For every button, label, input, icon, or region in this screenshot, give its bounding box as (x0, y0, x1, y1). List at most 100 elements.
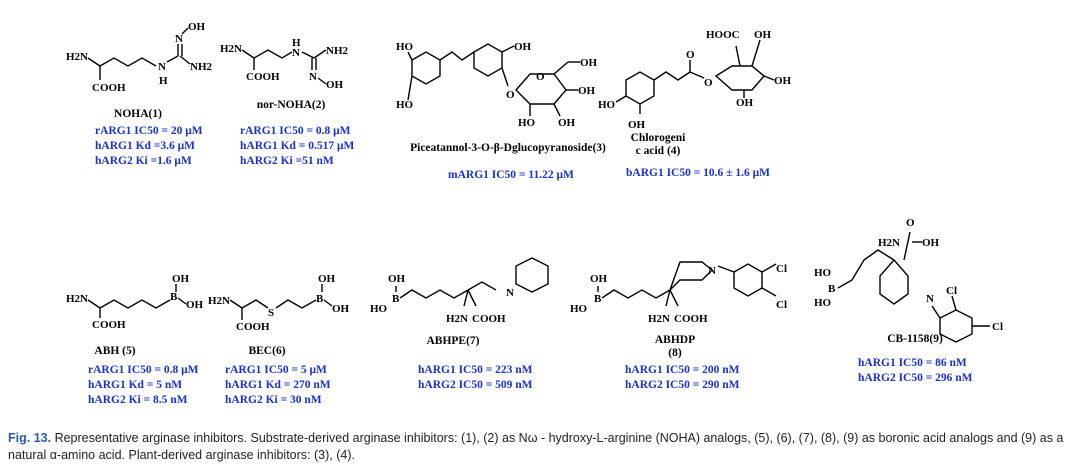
atom-label: O (506, 89, 515, 101)
atom-label: COOH (472, 313, 506, 325)
structure-abh: H2N COOH B OH OH (66, 273, 204, 331)
caption-label: Fig. 13. (8, 431, 52, 445)
atom-label: OH (590, 273, 608, 285)
activity-line: hARG1 Kd = 0.517 μM (240, 140, 355, 152)
activity-block: hARG1 IC50 = 200 nM hARG2 IC50 = 290 nM (625, 363, 740, 393)
compound-name-line: c acid (4) (635, 145, 681, 157)
atom-label: COOH (674, 313, 708, 325)
atom-label: H2N (878, 237, 900, 249)
atom-label: Cl (776, 299, 787, 311)
atom-label: O (536, 71, 545, 83)
atom-label: H2N (648, 313, 670, 325)
atom-label: N (292, 47, 300, 59)
atom-label: O (906, 217, 915, 229)
activity-line: hARG2 IC50 = 509 nM (418, 379, 533, 391)
atom-label: OH (558, 117, 576, 129)
atom-label: NH2 (326, 45, 349, 57)
atom-label: HO (814, 297, 832, 309)
activity-line: hARG1 IC50 = 200 nM (625, 364, 740, 376)
structure-noha: H2N COOH N H N OH NH2 (66, 21, 213, 94)
activity-block: rARG1 IC50 = 5 μM hARG1 Kd = 270 nM hARG… (225, 363, 331, 408)
atom-label: OH (754, 29, 772, 41)
structure-abhdp: OH B HO H2N COOH N Cl Cl (570, 261, 787, 325)
atom-label: B (392, 293, 400, 305)
atom-label: H (159, 75, 168, 87)
atom-label: N (158, 61, 166, 73)
activity-line: hARG1 Kd = 5 nM (88, 379, 183, 391)
activity-line: rARG1 IC50 = 0.8 μM (88, 364, 199, 376)
activity-line: hARG2 Ki =1.6 μM (95, 155, 192, 167)
atom-label: OH (388, 273, 406, 285)
activity-line: bARG1 IC50 = 10.6 ± 1.6 μM (626, 167, 770, 179)
activity-line: hARG1 Kd = 270 nM (225, 379, 331, 391)
atom-label: H2N (446, 313, 468, 325)
activity-line: rARG1 IC50 = 5 μM (225, 364, 327, 376)
atom-label: N (175, 33, 183, 45)
atom-label: OH (628, 119, 646, 131)
atom-label: O (686, 49, 695, 61)
compound-name-line: ABHDP (654, 334, 696, 346)
activity-line: hARG2 Ki = 8.5 nM (88, 394, 188, 406)
atom-label: N (708, 265, 716, 277)
atom-label: OH (186, 299, 204, 311)
compound-name: Chlorogeni c acid (4) (618, 132, 698, 158)
activity-block: hARG1 IC50 = 223 nM hARG2 IC50 = 509 nM (418, 363, 533, 393)
atom-label: HO (814, 267, 832, 279)
atom-label: HO (396, 41, 414, 53)
atom-label: HOOC (706, 29, 740, 41)
compound-name: ABHDP (8) (640, 334, 710, 360)
structure-chlorogenic-acid: HO OH O O HOOC OH OH OH (598, 29, 792, 131)
atom-label: H2N (66, 51, 88, 63)
atom-label: N (309, 71, 317, 83)
compound-name-line: Chlorogeni (630, 132, 686, 144)
atom-label: OH (332, 303, 350, 315)
activity-line: hARG2 Ki =51 nM (240, 155, 334, 167)
atom-label: Cl (776, 263, 787, 275)
atom-label: B (316, 293, 324, 305)
activity-block: rARG1 IC50 = 20 μM hARG1 Kd =3.6 μM hARG… (95, 124, 203, 169)
structure-bec: H2N COOH S B OH OH (208, 273, 350, 333)
compound-name: ABH (5) (94, 345, 136, 357)
atom-label: OH (578, 85, 596, 97)
structures-svg: H2N COOH N H N OH NH2 H2N COOH H N NH2 N… (66, 21, 1003, 343)
compound-name: CB-1158(9) (887, 333, 943, 345)
atom-label: O (704, 77, 713, 89)
structure-nor-noha: H2N COOH H N NH2 N OH (220, 37, 349, 91)
atom-label: OH (318, 273, 336, 285)
compound-name-line: (8) (668, 347, 682, 359)
atom-label: OH (580, 57, 598, 69)
atom-label: H2N (220, 43, 242, 55)
atom-label: B (594, 293, 602, 305)
activity-block: rARG1 IC50 = 0.8 μM hARG1 Kd = 0.517 μM … (240, 124, 354, 169)
activity-line: hARG2 IC50 = 290 nM (625, 379, 740, 391)
activity-block: mARG1 IC50 = 11.22 μM (448, 168, 574, 183)
atom-label: HO (370, 303, 388, 315)
figure: H2N COOH N H N OH NH2 H2N COOH H N NH2 N… (66, 21, 1003, 408)
structure-cb1158: HO HO B H2N O OH N Cl Cl (814, 217, 1003, 343)
activity-line: hARG2 Ki = 30 nM (225, 394, 322, 406)
atom-label: Cl (946, 285, 957, 297)
atom-label: H (292, 37, 301, 49)
figure-caption: Fig. 13. Representative arginase inhibit… (8, 430, 1074, 464)
compound-name: ABHPE(7) (426, 335, 480, 347)
atom-label: COOH (236, 321, 270, 333)
activity-block: hARG1 IC50 = 86 nM hARG2 IC50 = 296 nM (858, 356, 973, 386)
compound-name: Piceatannol-3-O-β-Dglucopyranoside(3) (410, 142, 606, 154)
atom-label: HO (396, 99, 414, 111)
atom-label: HO (518, 117, 536, 129)
caption-text: Representative arginase inhibitors. Subs… (8, 431, 1064, 462)
atom-label: COOH (246, 71, 280, 83)
atom-label: COOH (92, 319, 126, 331)
atom-label: HO (598, 99, 616, 111)
atom-label: OH (514, 41, 532, 53)
activity-line: rARG1 IC50 = 20 μM (95, 125, 203, 137)
atom-label: OH (188, 21, 206, 33)
structure-piceatannol: HO HO OH O O OH OH HO OH (396, 41, 598, 129)
atom-label: OH (774, 75, 792, 87)
activity-line: hARG2 IC50 = 296 nM (858, 372, 973, 384)
atom-label: B (828, 283, 836, 295)
atom-label: H2N (66, 293, 88, 305)
activity-line: rARG1 IC50 = 0.8 μM (240, 125, 351, 137)
activity-line: hARG1 IC50 = 86 nM (858, 357, 967, 369)
compound-name: NOHA(1) (114, 108, 162, 120)
